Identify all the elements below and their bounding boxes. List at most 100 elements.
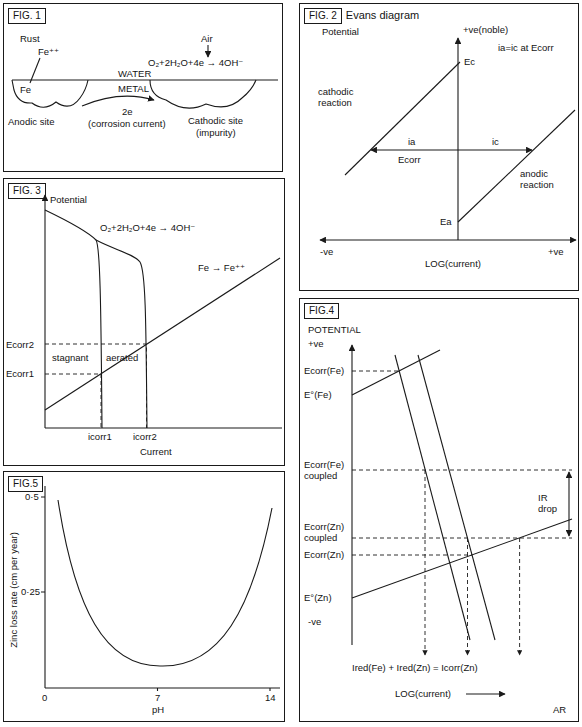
electron-label: 2e [122, 106, 133, 117]
fig5-illustration [41, 486, 280, 691]
author-initials: AR [553, 704, 566, 715]
aerated-curve [96, 240, 147, 428]
drop-label: IR drop [538, 492, 566, 514]
figure-number: FIG. 3 [8, 183, 46, 199]
potential-label: Ecorr2 [6, 339, 34, 350]
cathodic-site [150, 80, 256, 108]
log-current-arrow [466, 693, 505, 694]
fig2-illustration [320, 38, 576, 240]
current-axis [320, 239, 576, 240]
potential-axis [351, 345, 352, 645]
axis-label: LOG(current) [425, 258, 481, 269]
figure-number: FIG. 2 [304, 8, 342, 24]
potential-label: Ecorr(Zn) [304, 549, 344, 560]
reaction-equation: O₂+2H₂O+4e → 4OH⁻ [148, 57, 243, 68]
axis-label: POTENTIAL [308, 324, 361, 335]
potential-label: Ecorr(Fe) [304, 365, 344, 376]
figure-panel: FIG.4 [299, 298, 579, 722]
icorr-zn-drop [519, 538, 520, 655]
medium-label: METAL [118, 83, 149, 94]
anodic-line [458, 110, 575, 222]
current-axis [45, 427, 282, 428]
x-axis [45, 687, 280, 688]
potential-label: Ea [440, 216, 452, 227]
figure-title: Evans diagram [346, 9, 419, 21]
tick-label: 0 [42, 692, 47, 703]
ecorr1-guide [45, 374, 101, 428]
ecorr-zn-guide [352, 555, 472, 556]
anodic-pit [12, 80, 88, 107]
current-label: icorr1 [88, 431, 112, 442]
potential-axis [457, 38, 458, 240]
tick-label: 0·5 [25, 491, 39, 502]
stagnant-curve [45, 210, 102, 428]
reaction-equation: Fe → Fe⁺⁺ [198, 262, 245, 273]
air-arrow [207, 45, 208, 57]
ecorr-fe-guide [352, 371, 399, 372]
figure-panel: FIG.5 [3, 471, 285, 722]
tick-label: 0·25 [21, 586, 40, 597]
figure-number: FIG.5 [8, 476, 43, 492]
curve-label: anodic reaction [520, 168, 575, 190]
ired-zn-drop [467, 538, 468, 655]
current-label: icorr2 [133, 431, 157, 442]
zn-anodic-line [352, 519, 572, 598]
axis-ticks [41, 497, 270, 691]
ecorr-zn-coupled-guide [352, 538, 572, 539]
fe-cathodic-line [395, 355, 470, 640]
axis-label: Current [140, 446, 172, 457]
axis-label: +ve [548, 246, 564, 257]
axis-label: Potential [50, 194, 87, 205]
site-label: Anodic site [8, 116, 54, 127]
figure-number: FIG. 1 [8, 8, 46, 24]
metal-label: Fe [20, 84, 31, 95]
axis-label: LOG(current) [395, 688, 451, 699]
ion-label: Fe⁺⁺ [38, 46, 59, 57]
current-label: ic [492, 136, 499, 147]
potential-axis [44, 195, 45, 428]
potential-label: Ecorr(Fe) coupled [304, 459, 350, 481]
current-label: (corrosion current) [88, 118, 166, 129]
current-sum-note: Ired(Fe) + Ired(Zn) = Icorr(Zn) [352, 662, 478, 673]
water-surface [12, 79, 278, 80]
axis-label: Zinc loss rate (cm per year) [8, 532, 19, 648]
zn-cathodic-line [418, 355, 495, 640]
current-double-arrow [371, 149, 532, 150]
curve-label: stagnant [52, 352, 88, 363]
fig1-illustration [12, 45, 278, 108]
axis-label: +ve(noble) [463, 24, 508, 35]
figure-number: FIG.4 [304, 303, 339, 319]
potential-label: Ecorr(Zn) coupled [304, 521, 350, 543]
ion-leader [30, 58, 40, 83]
potential-label: E°(Fe) [304, 389, 332, 400]
ired-fe-drop [425, 470, 426, 655]
figure-panel: FIG. 3 [3, 178, 285, 466]
rust-label: Rust [20, 33, 40, 44]
tick-label: 14 [265, 692, 276, 703]
current-arrow [82, 96, 154, 106]
ecorr2-guide [45, 344, 147, 428]
axis-label: -ve [320, 246, 333, 257]
current-label: ia [408, 136, 415, 147]
tick-label: 7 [155, 692, 160, 703]
medium-label: WATER [118, 68, 151, 79]
axis-label: -ve [308, 616, 321, 627]
axis-label: pH [152, 704, 164, 715]
curve-label: aerated [106, 352, 138, 363]
anodic-line [45, 258, 280, 410]
curve-label: cathodic reaction [318, 86, 373, 108]
equation-note: ia=ic at Ecorr [498, 42, 554, 53]
potential-label: Ecorr1 [6, 368, 34, 379]
potential-label: E°(Zn) [304, 592, 332, 603]
potential-label: Ec [464, 56, 475, 67]
potential-label: Ecorr [398, 154, 421, 165]
site-label: (impurity) [196, 127, 236, 138]
axis-label: +ve [308, 338, 324, 349]
reaction-equation: O₂+2H₂O+4e → 4OH⁻ [100, 222, 195, 233]
zinc-loss-curve [58, 500, 272, 666]
fig4-illustration [352, 345, 572, 694]
y-axis [44, 486, 45, 688]
